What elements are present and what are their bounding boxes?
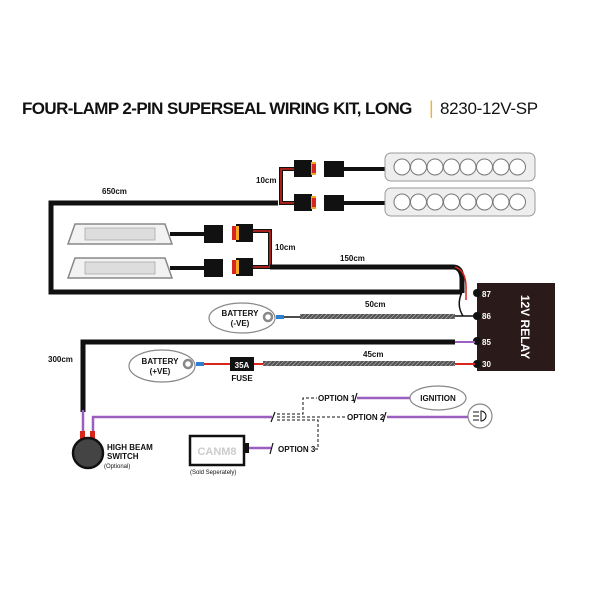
fuse-rating: 35A: [235, 361, 250, 370]
led-lens: [443, 158, 460, 176]
canm8-label: CANM8: [197, 446, 236, 458]
battery-neg-label: BATTERY: [222, 309, 260, 318]
headlight-icon: [467, 403, 493, 429]
length-label-150: 150cm: [340, 254, 365, 263]
led-lens: [476, 193, 493, 211]
battery-pos-label: BATTERY: [142, 357, 180, 366]
led-lens: [476, 158, 493, 176]
battery-positive: BATTERY (+VE): [128, 349, 475, 383]
option-dashed-links: [270, 397, 345, 450]
relay-label: 12V RELAY: [518, 295, 532, 359]
high-beam-switch: [71, 410, 272, 470]
led-lens: [393, 158, 411, 176]
switch-optional-note: (Optional): [104, 464, 130, 470]
fuse: 35A FUSE: [230, 357, 254, 383]
led-lens: [443, 193, 460, 211]
light-bar-connectors: [294, 160, 385, 211]
lamp-run-wire: [270, 264, 467, 317]
relay-pin-87: 87: [482, 290, 491, 299]
light-bar-split: [279, 167, 296, 205]
relay-12v: 12V RELAY 87 86 85 30: [473, 283, 555, 371]
option-2-wire: [382, 411, 468, 423]
led-lens: [410, 193, 427, 211]
length-label-45: 45cm: [363, 350, 383, 359]
battery-pos-polarity: (+VE): [150, 367, 171, 376]
led-lens: [410, 158, 427, 176]
fuse-label: FUSE: [231, 374, 253, 383]
led-lens: [509, 158, 526, 176]
length-label-bar-split: 10cm: [256, 176, 276, 185]
led-lens: [426, 193, 444, 211]
led-lens: [509, 193, 526, 211]
light-bar-top: [384, 152, 536, 182]
product-code: 8230-12V-SP: [440, 99, 538, 118]
driving-lamp-bottom: [66, 257, 174, 279]
relay-pin-86: 86: [482, 312, 491, 321]
relay-pin-30: 30: [482, 360, 491, 369]
battery-negative: BATTERY (-VE): [208, 302, 475, 334]
led-lens: [492, 193, 510, 211]
ignition-label: IGNITION: [420, 394, 456, 403]
switch-label-line2: SWITCH: [107, 452, 139, 461]
relay-pin-85: 85: [482, 338, 491, 347]
option-1-wire: [353, 385, 467, 411]
title-separator: |: [429, 98, 434, 118]
led-lens: [459, 158, 477, 176]
option-1-label: OPTION 1: [318, 394, 356, 403]
switch-run-wire: [80, 339, 475, 412]
length-label-650: 650cm: [102, 187, 127, 196]
driving-lamp-top: [66, 223, 174, 245]
length-label-lamp-split: 10cm: [275, 243, 295, 252]
canm8-note: (Sold Seperately): [190, 470, 236, 476]
main-harness-wire: [48, 200, 462, 295]
led-lens: [393, 193, 411, 211]
option-3-label: OPTION 3: [278, 445, 316, 454]
battery-neg-polarity: (-VE): [231, 319, 250, 328]
length-label-300: 300cm: [48, 355, 73, 364]
switch-label-line1: HIGH BEAM: [107, 443, 153, 452]
diagram-title: FOUR-LAMP 2-PIN SUPERSEAL WIRING KIT, LO…: [22, 99, 412, 118]
led-lens: [426, 158, 444, 176]
led-lens: [492, 158, 510, 176]
canm8-module: [188, 434, 274, 467]
light-bar-bottom: [384, 187, 536, 217]
led-lens: [459, 193, 477, 211]
option-2-label: OPTION 2: [347, 413, 385, 422]
lamp-connectors: [170, 224, 272, 277]
length-label-50: 50cm: [365, 300, 385, 309]
